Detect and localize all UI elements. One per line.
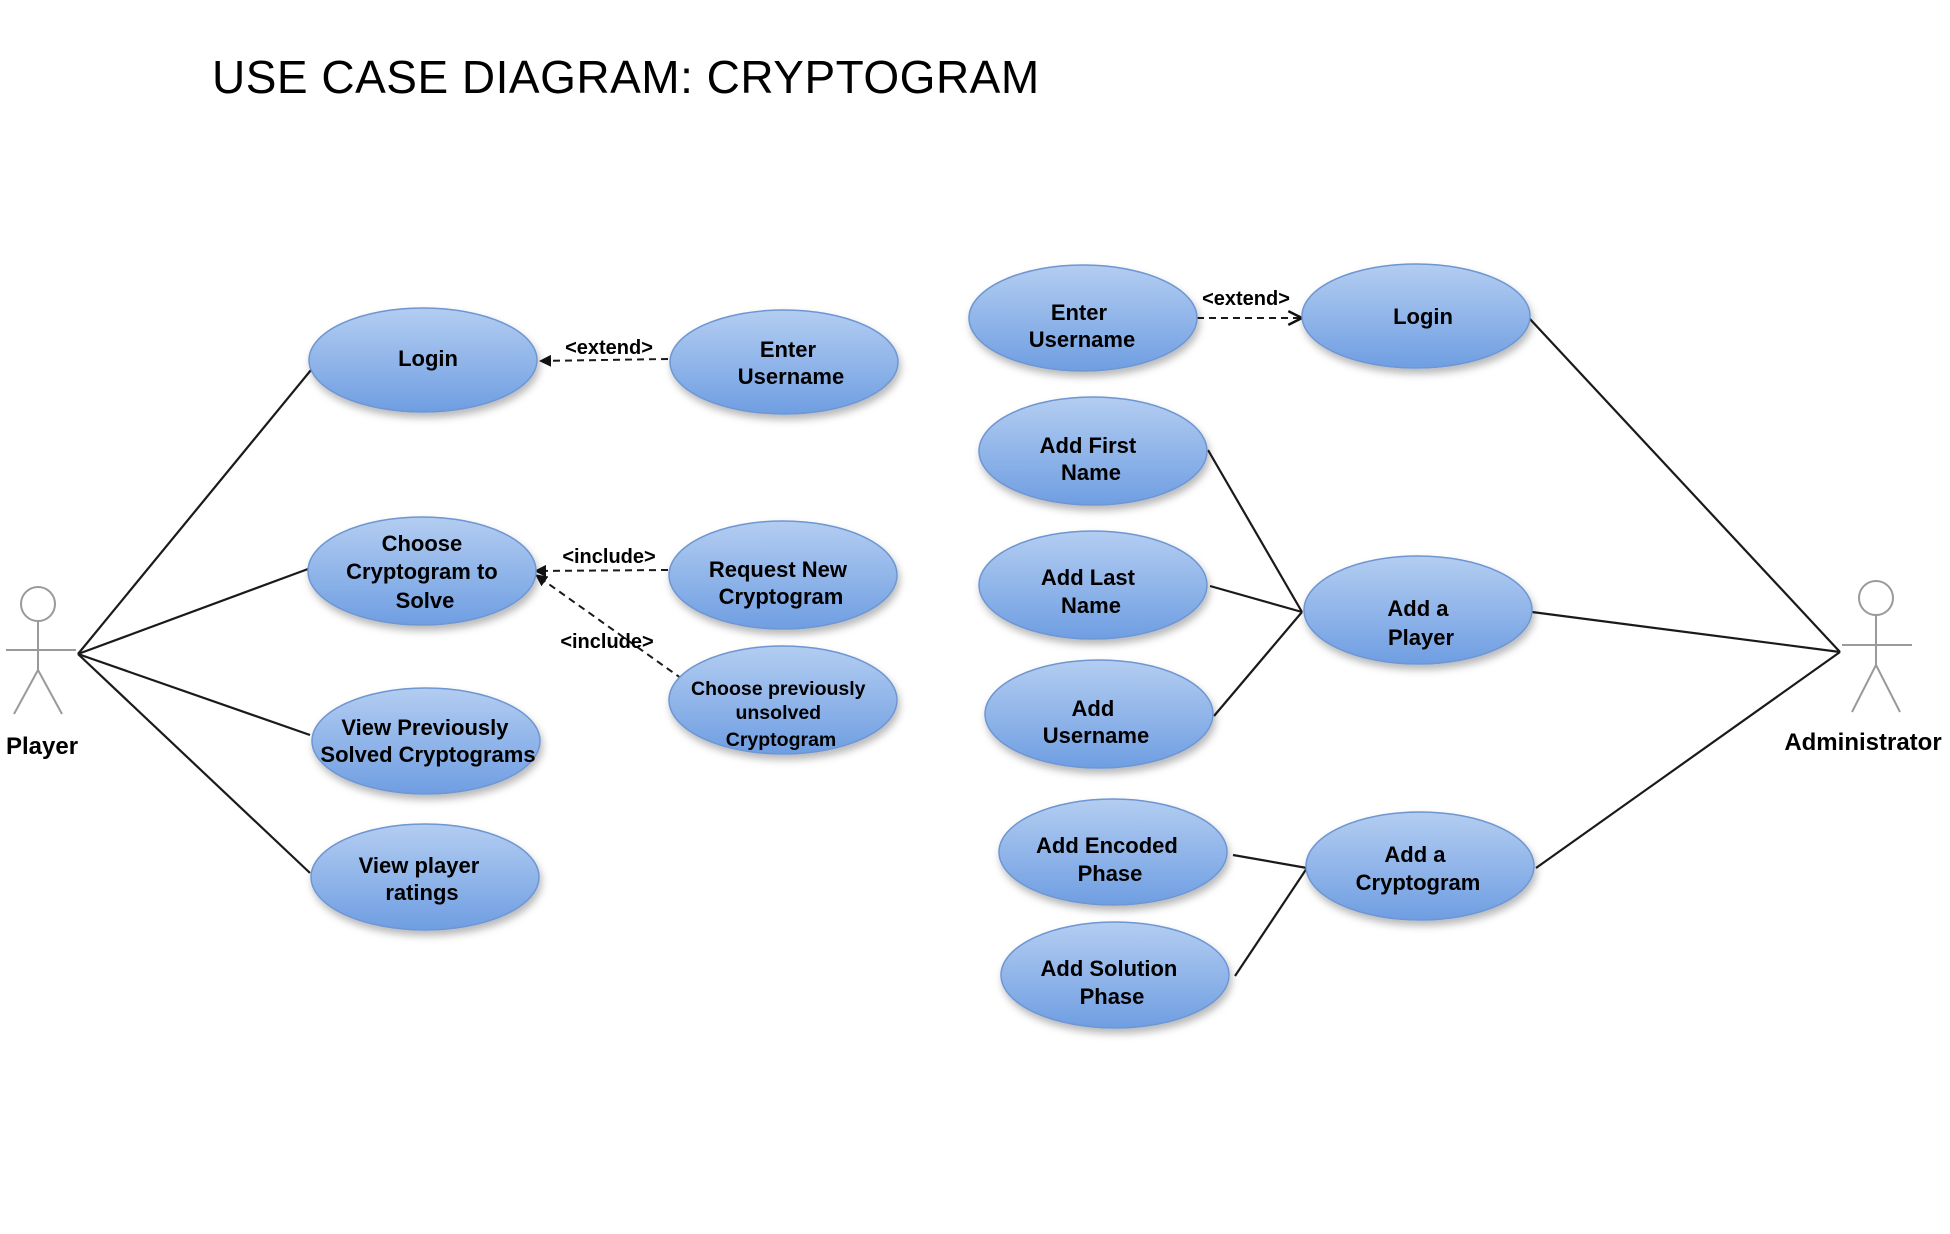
svg-text:View Previously Solved: View Previously Solved Cryptograms (320, 715, 535, 767)
svg-text:Add Solution Phase: Add Solution Phase (1041, 956, 1184, 1009)
include-label-choose-prev: <include> (560, 631, 653, 653)
svg-text:Enter Username: Enter Username (1029, 300, 1135, 352)
assoc-player-view-solved (77, 652, 311, 737)
usecase-request-new[interactable]: Request New Cryptogram (668, 520, 898, 630)
extend-label-admin: <extend> (1202, 288, 1290, 310)
svg-text:Add Username: Add Username (1043, 696, 1149, 748)
admin-associations (1207, 317, 1841, 977)
assoc-solution-to-crypto (1234, 867, 1308, 977)
actor-player[interactable]: Player (6, 586, 78, 760)
usecase-choose-previously-unsolved[interactable]: Choose previously unsolved Cryptogram (668, 645, 898, 755)
usecase-add-last-name[interactable]: Add Last Name (978, 530, 1208, 640)
svg-text:Add Encoded Phase: Add Encoded Phase (1036, 833, 1184, 886)
usecase-add-encoded-phase[interactable]: Add Encoded Phase (998, 798, 1228, 906)
stick-figure-icon (6, 586, 76, 715)
usecase-login-admin[interactable]: Login (1301, 263, 1531, 369)
assoc-player-choose (77, 567, 309, 656)
actor-administrator-label: Administrator (1784, 729, 1941, 756)
svg-text:Login: Login (1393, 304, 1453, 329)
svg-text:Add Last Name: Add Last Name (1041, 565, 1141, 618)
svg-text:Add a Player: Add a Player (1387, 596, 1454, 650)
include-label-request: <include> (562, 546, 655, 568)
assoc-player-login (77, 369, 312, 655)
usecase-view-player-ratings[interactable]: View player ratings (310, 823, 540, 931)
usecase-view-previously-solved[interactable]: View Previously Solved Cryptograms (311, 687, 541, 795)
usecase-choose-cryptogram[interactable]: Choose Cryptogram to Solve (307, 516, 537, 626)
assoc-last-to-player (1209, 584, 1303, 614)
usecase-add-username[interactable]: Add Username (984, 659, 1214, 769)
usecase-login-player[interactable]: Login (308, 307, 538, 413)
assoc-admin-login (1528, 317, 1841, 653)
svg-text:Request New Cryptogram: Request New Cryptogram (709, 557, 853, 609)
usecase-enter-username-admin[interactable]: Enter Username (968, 264, 1198, 372)
svg-text:Choose previously unso: Choose previously unsolved Cryptogram (691, 678, 871, 751)
svg-text:Choose Cryptogram to: Choose Cryptogram to Solve (346, 531, 504, 613)
assoc-first-to-player (1207, 449, 1303, 613)
page-title: USE CASE DIAGRAM: CRYPTOGRAM (212, 51, 1040, 103)
usecase-enter-username-player[interactable]: Enter Username (669, 309, 899, 415)
assoc-admin-add-crypto (1535, 651, 1841, 869)
actor-administrator[interactable]: Administrator (1784, 580, 1942, 756)
stick-figure-icon (1842, 580, 1912, 713)
usecase-add-cryptogram[interactable]: Add a Cryptogram (1305, 811, 1535, 921)
assoc-encoded-to-crypto (1232, 853, 1308, 870)
assoc-player-view-ratings (77, 653, 311, 874)
svg-text:Login: Login (398, 346, 458, 371)
svg-text:Add First Name: Add First Name (1040, 433, 1143, 485)
usecase-add-first-name[interactable]: Add First Name (978, 396, 1208, 506)
svg-text:Add a Cryptogram: Add a Cryptogram (1356, 842, 1481, 895)
usecase-add-solution-phase[interactable]: Add Solution Phase (1000, 921, 1230, 1029)
actor-player-label: Player (6, 733, 78, 760)
extend-arrow-player (539, 354, 669, 367)
include-arrow-request (534, 564, 669, 577)
assoc-admin-add-player (1531, 610, 1841, 654)
usecase-add-player[interactable]: Add a Player (1303, 555, 1533, 665)
dependencies: <extend> <include> <include> <extend> (534, 288, 1302, 687)
assoc-username-to-player (1213, 611, 1303, 717)
svg-text:Enter Username: Enter Username (738, 337, 844, 389)
svg-text:View player ratings: View player ratings (359, 853, 486, 905)
include-arrow-choose-prev (535, 574, 693, 687)
extend-label-player: <extend> (565, 337, 653, 359)
player-associations (77, 369, 312, 874)
